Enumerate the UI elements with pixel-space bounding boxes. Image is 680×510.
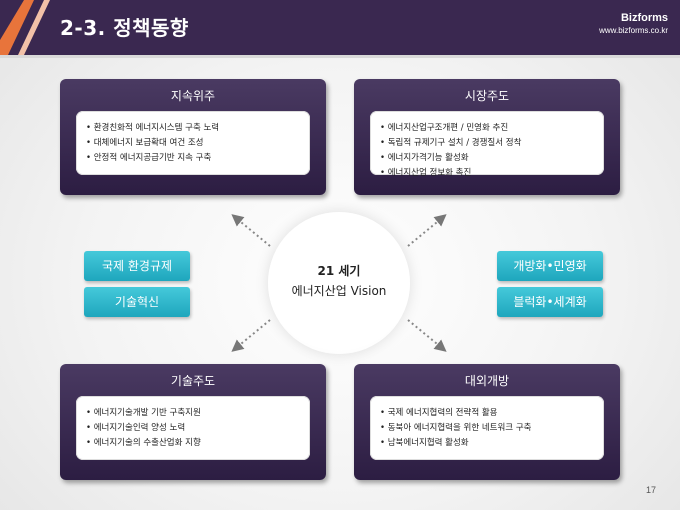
list-item: 독립적 규제기구 설치 / 경쟁질서 정착 [380, 136, 604, 151]
panel-market-led: 시장주도 에너지산업구조개편 / 민영화 추진 독립적 규제기구 설치 / 경쟁… [354, 79, 620, 195]
vision-line-2: 에너지산업 Vision [291, 284, 387, 298]
tag-blocking-globalization: 블럭화•세계화 [497, 287, 603, 317]
list-item: 에너지산업 정보화 촉진 [380, 166, 604, 181]
panel-body: 에너지기술개발 기반 구축지원 에너지기술인력 양성 노력 에너지기술의 수출산… [76, 396, 310, 460]
header-stripes-decoration [0, 0, 50, 55]
vision-line-1: 21 세기 [317, 264, 361, 278]
list-item: 에너지기술개발 기반 구축지원 [86, 406, 310, 421]
panel-external-opening: 대외개방 국제 에너지협력의 전략적 활용 동북아 에너지협력을 위한 네트워크… [354, 364, 620, 480]
panel-title: 시장주도 [464, 89, 510, 103]
panel-body: 에너지산업구조개편 / 민영화 추진 독립적 규제기구 설치 / 경쟁질서 정착… [370, 111, 604, 178]
list-item: 에너지기술인력 양성 노력 [86, 421, 310, 436]
arrow-bottom-right-icon [407, 319, 447, 352]
arrow-top-left-icon [231, 214, 271, 247]
list-item: 대체에너지 보급확대 여건 조성 [86, 136, 310, 151]
brand-block: Bizforms www.bizforms.co.kr [599, 12, 668, 35]
list-item: 남북에너지협력 활성화 [380, 436, 604, 451]
header-bar: 2-3. 정책동향 Bizforms www.bizforms.co.kr [0, 0, 680, 58]
list-item: 동북아 에너지협력을 위한 네트워크 구축 [380, 421, 604, 436]
tag-technology-innovation: 기술혁신 [84, 287, 190, 317]
panel-title: 대외개방 [464, 374, 510, 388]
list-item: 안정적 에너지공급기반 지속 구축 [86, 151, 310, 166]
list-item: 에너지기술의 수출산업화 지향 [86, 436, 310, 451]
tag-opening-privatization: 개방화•민영화 [497, 251, 603, 281]
list-item: 에너지가격기능 활성화 [380, 151, 604, 166]
vision-circle: 21 세기 에너지산업 Vision [268, 212, 410, 354]
panel-sustainability: 지속위주 환경친화적 에너지시스템 구축 노력 대체에너지 보급확대 여건 조성… [60, 79, 326, 195]
list-item: 에너지산업구조개편 / 민영화 추진 [380, 121, 604, 136]
panel-title: 기술주도 [170, 374, 216, 388]
panel-technology-led: 기술주도 에너지기술개발 기반 구축지원 에너지기술인력 양성 노력 에너지기술… [60, 364, 326, 480]
tag-international-env-regulation: 국제 환경규제 [84, 251, 190, 281]
panel-body: 국제 에너지협력의 전략적 활용 동북아 에너지협력을 위한 네트워크 구축 남… [370, 396, 604, 460]
page-title: 2-3. 정책동향 [60, 16, 189, 40]
list-item: 국제 에너지협력의 전략적 활용 [380, 406, 604, 421]
brand-name: Bizforms [620, 12, 668, 24]
panel-title: 지속위주 [170, 89, 216, 103]
arrow-bottom-left-icon [231, 319, 271, 352]
list-item: 환경친화적 에너지시스템 구축 노력 [86, 121, 310, 136]
brand-url: www.bizforms.co.kr [599, 26, 668, 35]
page-number: 17 [645, 485, 656, 495]
panel-body: 환경친화적 에너지시스템 구축 노력 대체에너지 보급확대 여건 조성 안정적 … [76, 111, 310, 175]
arrow-top-right-icon [407, 214, 447, 247]
